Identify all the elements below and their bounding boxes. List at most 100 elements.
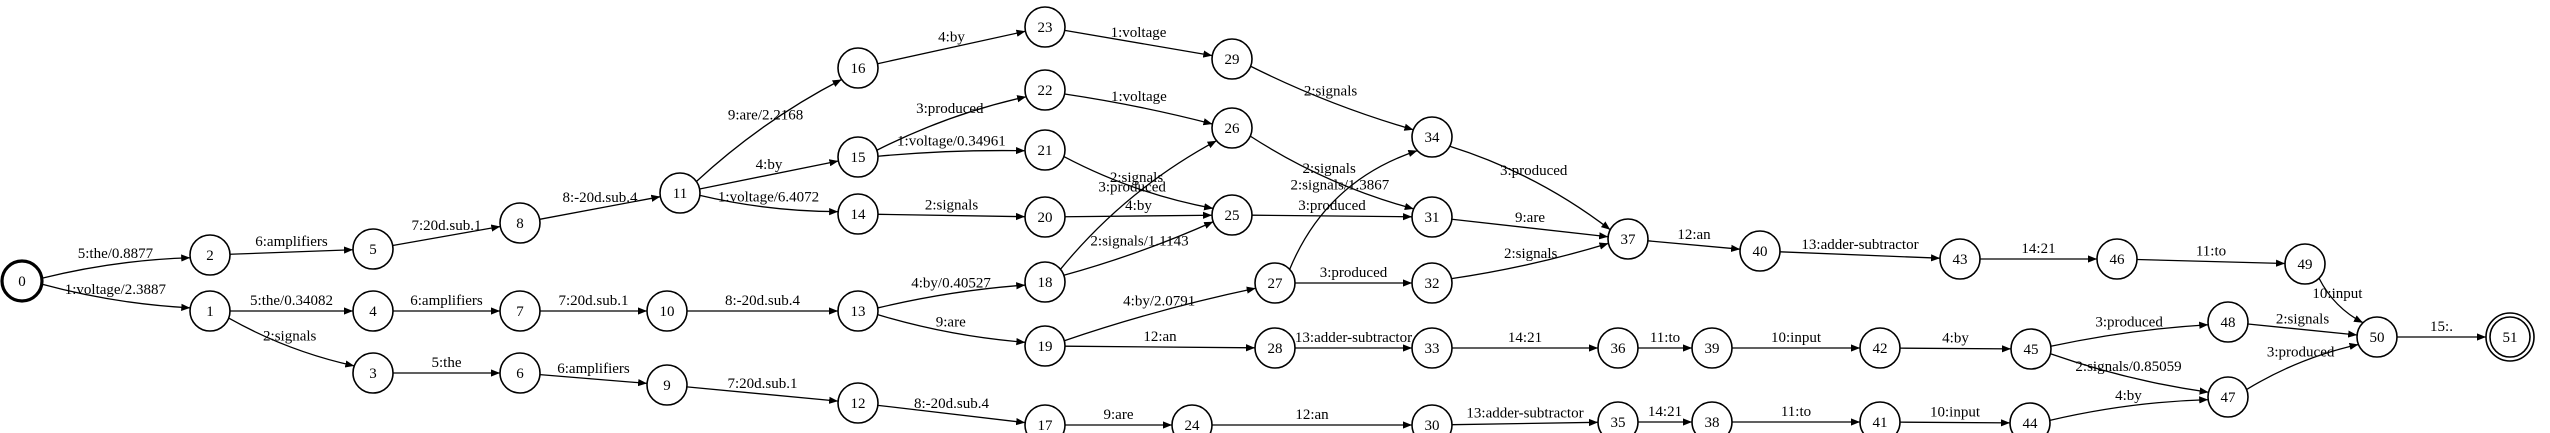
state-node-46: 46 (2096, 238, 2138, 280)
edge-43-to-46: 14:21 (1980, 241, 2097, 263)
edge-label: 3:produced (1320, 265, 1388, 281)
edge-line (2049, 396, 2209, 422)
state-label: 30 (1425, 418, 1440, 433)
state-node-3: 3 (352, 352, 394, 394)
edge-label: 13:adder-subtractor (1295, 330, 1412, 346)
edge-line (1063, 221, 1214, 276)
edge-28-to-33: 13:adder-subtractor (1295, 330, 1412, 352)
state-node-14: 14 (837, 193, 879, 235)
edge-50-to-51: 15:. (2396, 319, 2486, 341)
state-label: 43 (1953, 252, 1968, 268)
edge-line (228, 317, 355, 368)
state-circle (1024, 69, 1066, 111)
state-label: 32 (1425, 276, 1440, 292)
state-label: 15 (851, 150, 866, 166)
edge-23-to-29: 1:voltage (1064, 25, 1213, 58)
edge-label: 4:by/0.40527 (911, 276, 991, 292)
state-circle (499, 290, 541, 332)
edge-label: 2:signals (925, 198, 978, 214)
state-inner-ring (2489, 316, 2531, 358)
edge-line (877, 404, 1026, 426)
edge-line (1451, 418, 1599, 427)
state-outer-ring (2485, 312, 2535, 362)
edge-line (1289, 150, 1418, 270)
state-node-34: 34 (1411, 116, 1453, 158)
edge-line (1251, 213, 1413, 221)
state-circle (1607, 218, 1649, 260)
edge-label: 6:amplifiers (557, 361, 630, 377)
edge-line (1451, 218, 1609, 240)
state-circle (1597, 401, 1639, 433)
edge-19-to-27: 4:by/2.0791 (1064, 286, 1256, 342)
state-node-48: 48 (2207, 301, 2249, 343)
edge-line (1449, 145, 1611, 231)
state-node-51: 51 (2485, 312, 2535, 362)
state-circle (2207, 301, 2249, 343)
state-node-33: 33 (1411, 327, 1453, 369)
state-circle (352, 228, 394, 270)
edge-label: 9:are/2.2168 (728, 108, 803, 124)
state-circle (2010, 328, 2052, 370)
state-label: 23 (1038, 20, 1053, 36)
state-label: 46 (2110, 252, 2126, 268)
edge-line (1899, 345, 2012, 353)
state-circle (2009, 402, 2051, 433)
edge-39-to-42: 10:input (1732, 330, 1860, 352)
state-label: 42 (1873, 341, 1888, 357)
state-label: 2 (206, 248, 214, 264)
state-circle (1254, 327, 1296, 369)
edge-label: 11:to (1781, 404, 1811, 420)
edge-1-to-3: 2:signals (228, 317, 355, 368)
state-circle (2284, 243, 2326, 285)
state-node-23: 23 (1024, 6, 1066, 48)
state-label: 33 (1425, 341, 1440, 357)
edge-13-to-19: 9:are (877, 314, 1026, 346)
state-circle (1597, 327, 1639, 369)
edge-line (686, 386, 839, 404)
state-label: 18 (1038, 275, 1053, 291)
edge-label: 2:signals (1302, 161, 1355, 177)
edge-line (1064, 286, 1256, 342)
state-label: 17 (1038, 418, 1054, 433)
edge-41-to-44: 10:input (1899, 405, 2011, 427)
state-label: 13 (851, 304, 866, 320)
state-label: 45 (2024, 342, 2039, 358)
state-label: 8 (516, 216, 524, 232)
state-node-2: 2 (189, 234, 231, 276)
state-label: 3 (369, 366, 377, 382)
edge-line (2318, 277, 2364, 324)
edge-0-to-2: 5:the/0.8877 (41, 246, 191, 279)
edge-label: 13:adder-subtractor (1801, 237, 1918, 253)
edge-line (1451, 242, 1609, 280)
edge-37-to-40: 12:an (1647, 227, 1741, 252)
state-node-16: 16 (837, 47, 879, 89)
state-node-18: 18 (1024, 261, 1066, 303)
edge-0-to-1: 1:voltage/2.3887 (41, 282, 191, 311)
edge-label: 3:produced (1298, 198, 1366, 214)
edge-line (41, 254, 191, 279)
state-label: 25 (1225, 208, 1240, 224)
edge-label: 15:. (2430, 319, 2453, 335)
state-circle (1024, 404, 1066, 433)
state-label: 10 (660, 304, 675, 320)
edge-label: 4:by (938, 30, 965, 46)
state-label: 31 (1425, 210, 1440, 226)
edge-42-to-45: 4:by (1899, 331, 2012, 353)
state-node-43: 43 (1939, 238, 1981, 280)
edge-49-to-50: 10:input (2312, 277, 2364, 324)
edge-29-to-34: 2:signals (1250, 65, 1414, 131)
state-node-39: 39 (1691, 327, 1733, 369)
edge-label: 10:input (1930, 405, 1981, 421)
state-node-13: 13 (837, 290, 879, 332)
edge-label: 7:20d.sub.1 (727, 376, 797, 392)
edge-label: 3:produced (916, 101, 984, 117)
state-label: 49 (2298, 257, 2313, 273)
state-circle (352, 290, 394, 332)
edge-line (1064, 29, 1213, 58)
state-circle (837, 290, 879, 332)
edge-line (2050, 321, 2209, 347)
edge-label: 5:the (432, 355, 462, 371)
edge-line (699, 159, 839, 190)
state-node-29: 29 (1211, 38, 1253, 80)
state-label: 38 (1705, 415, 1720, 431)
